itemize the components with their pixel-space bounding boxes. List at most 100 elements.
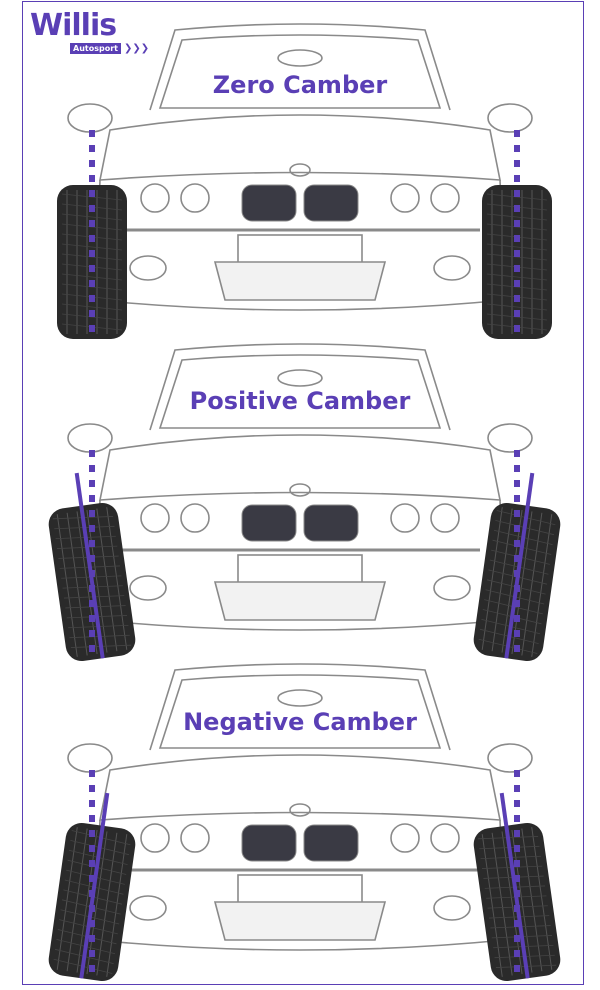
front-body bbox=[94, 819, 506, 951]
lower-intake bbox=[213, 901, 387, 941]
windshield bbox=[158, 354, 442, 429]
tread-groove bbox=[106, 834, 128, 977]
license-plate bbox=[237, 234, 363, 264]
tread-groove bbox=[66, 512, 88, 656]
tread-groove bbox=[106, 507, 128, 650]
tread-groove bbox=[96, 508, 118, 652]
tread-groove bbox=[76, 829, 98, 973]
headlight bbox=[430, 823, 460, 853]
tread-groove bbox=[481, 834, 503, 977]
windshield bbox=[158, 674, 442, 749]
lower-intake bbox=[213, 261, 387, 301]
tread-sipe bbox=[486, 213, 548, 221]
tread-groove bbox=[531, 827, 553, 970]
tread-groove bbox=[511, 829, 533, 973]
rear-mirror bbox=[277, 689, 323, 707]
tread-groove bbox=[481, 507, 503, 650]
right-mirror bbox=[487, 423, 533, 453]
car-panel bbox=[48, 663, 561, 982]
car-panel bbox=[48, 343, 561, 662]
camber-line bbox=[79, 792, 110, 979]
right-wheel bbox=[473, 472, 561, 662]
hood bbox=[99, 434, 501, 501]
kidney-grille-right bbox=[303, 824, 359, 862]
car-roof-outline bbox=[149, 343, 451, 431]
tread-sipe bbox=[486, 243, 548, 251]
logo-arrows-icon: ❯❯❯ bbox=[123, 43, 150, 54]
fog-light-left bbox=[129, 895, 167, 921]
tread-groove bbox=[491, 832, 513, 976]
kidney-grille-left bbox=[241, 184, 297, 222]
camber-line bbox=[74, 472, 105, 659]
right-wheel bbox=[473, 792, 561, 982]
right-wheel bbox=[482, 185, 552, 339]
title-zero-camber: Zero Camber bbox=[212, 71, 388, 99]
windshield bbox=[158, 34, 442, 109]
lower-intake bbox=[213, 581, 387, 621]
tread-groove bbox=[86, 509, 108, 653]
kidney-grille-left bbox=[241, 824, 297, 862]
kidney-grille-left bbox=[241, 504, 297, 542]
fog-light-left bbox=[129, 575, 167, 601]
car-panel bbox=[57, 23, 552, 339]
badge bbox=[289, 483, 311, 497]
camber-line bbox=[504, 472, 535, 659]
rear-mirror bbox=[277, 369, 323, 387]
right-mirror bbox=[487, 103, 533, 133]
fog-light-right bbox=[433, 255, 471, 281]
headlight bbox=[390, 823, 420, 853]
car-roof-outline bbox=[149, 23, 451, 111]
tread-sipe bbox=[61, 303, 123, 311]
headlight bbox=[180, 823, 210, 853]
kidney-grille-right bbox=[303, 504, 359, 542]
left-wheel bbox=[48, 472, 136, 662]
tread-sipe bbox=[61, 243, 123, 251]
headlight bbox=[390, 503, 420, 533]
left-mirror bbox=[67, 743, 113, 773]
hood bbox=[99, 114, 501, 181]
tread-groove bbox=[521, 512, 543, 656]
tread-sipe bbox=[486, 273, 548, 281]
tread-sipe bbox=[486, 303, 548, 311]
front-body bbox=[94, 179, 506, 311]
logo-brand: Willis bbox=[30, 8, 117, 43]
camber-line bbox=[499, 792, 530, 979]
tread-groove bbox=[56, 827, 78, 970]
rear-mirror bbox=[277, 49, 323, 67]
fog-light-right bbox=[433, 895, 471, 921]
hood bbox=[99, 754, 501, 821]
willis-autosport-logo: Willis Autosport ❯❯❯ bbox=[30, 10, 150, 54]
fog-light-right bbox=[433, 575, 471, 601]
front-body bbox=[94, 499, 506, 631]
headlight bbox=[140, 503, 170, 533]
left-wheel bbox=[48, 792, 136, 982]
title-positive-camber: Positive Camber bbox=[189, 387, 411, 415]
tread-sipe bbox=[61, 273, 123, 281]
logo-sub: Autosport bbox=[70, 43, 121, 54]
badge bbox=[289, 163, 311, 177]
tread-sipe bbox=[61, 213, 123, 221]
kidney-grille-right bbox=[303, 184, 359, 222]
headlight bbox=[430, 503, 460, 533]
headlight bbox=[140, 823, 170, 853]
title-negative-camber: Negative Camber bbox=[183, 708, 417, 736]
headlight bbox=[140, 183, 170, 213]
fog-light-left bbox=[129, 255, 167, 281]
license-plate bbox=[237, 554, 363, 584]
tread-groove bbox=[96, 832, 118, 976]
tread-groove bbox=[501, 509, 523, 653]
car-roof-outline bbox=[149, 663, 451, 751]
tread-groove bbox=[531, 514, 553, 657]
logo-sub-row: Autosport ❯❯❯ bbox=[70, 43, 149, 54]
diagram-frame bbox=[22, 1, 584, 985]
tread-groove bbox=[66, 828, 88, 972]
tread-groove bbox=[491, 508, 513, 652]
headlight bbox=[390, 183, 420, 213]
left-mirror bbox=[67, 103, 113, 133]
tyre bbox=[57, 185, 127, 339]
left-mirror bbox=[67, 423, 113, 453]
headlight bbox=[180, 503, 210, 533]
headlight bbox=[180, 183, 210, 213]
headlight bbox=[430, 183, 460, 213]
